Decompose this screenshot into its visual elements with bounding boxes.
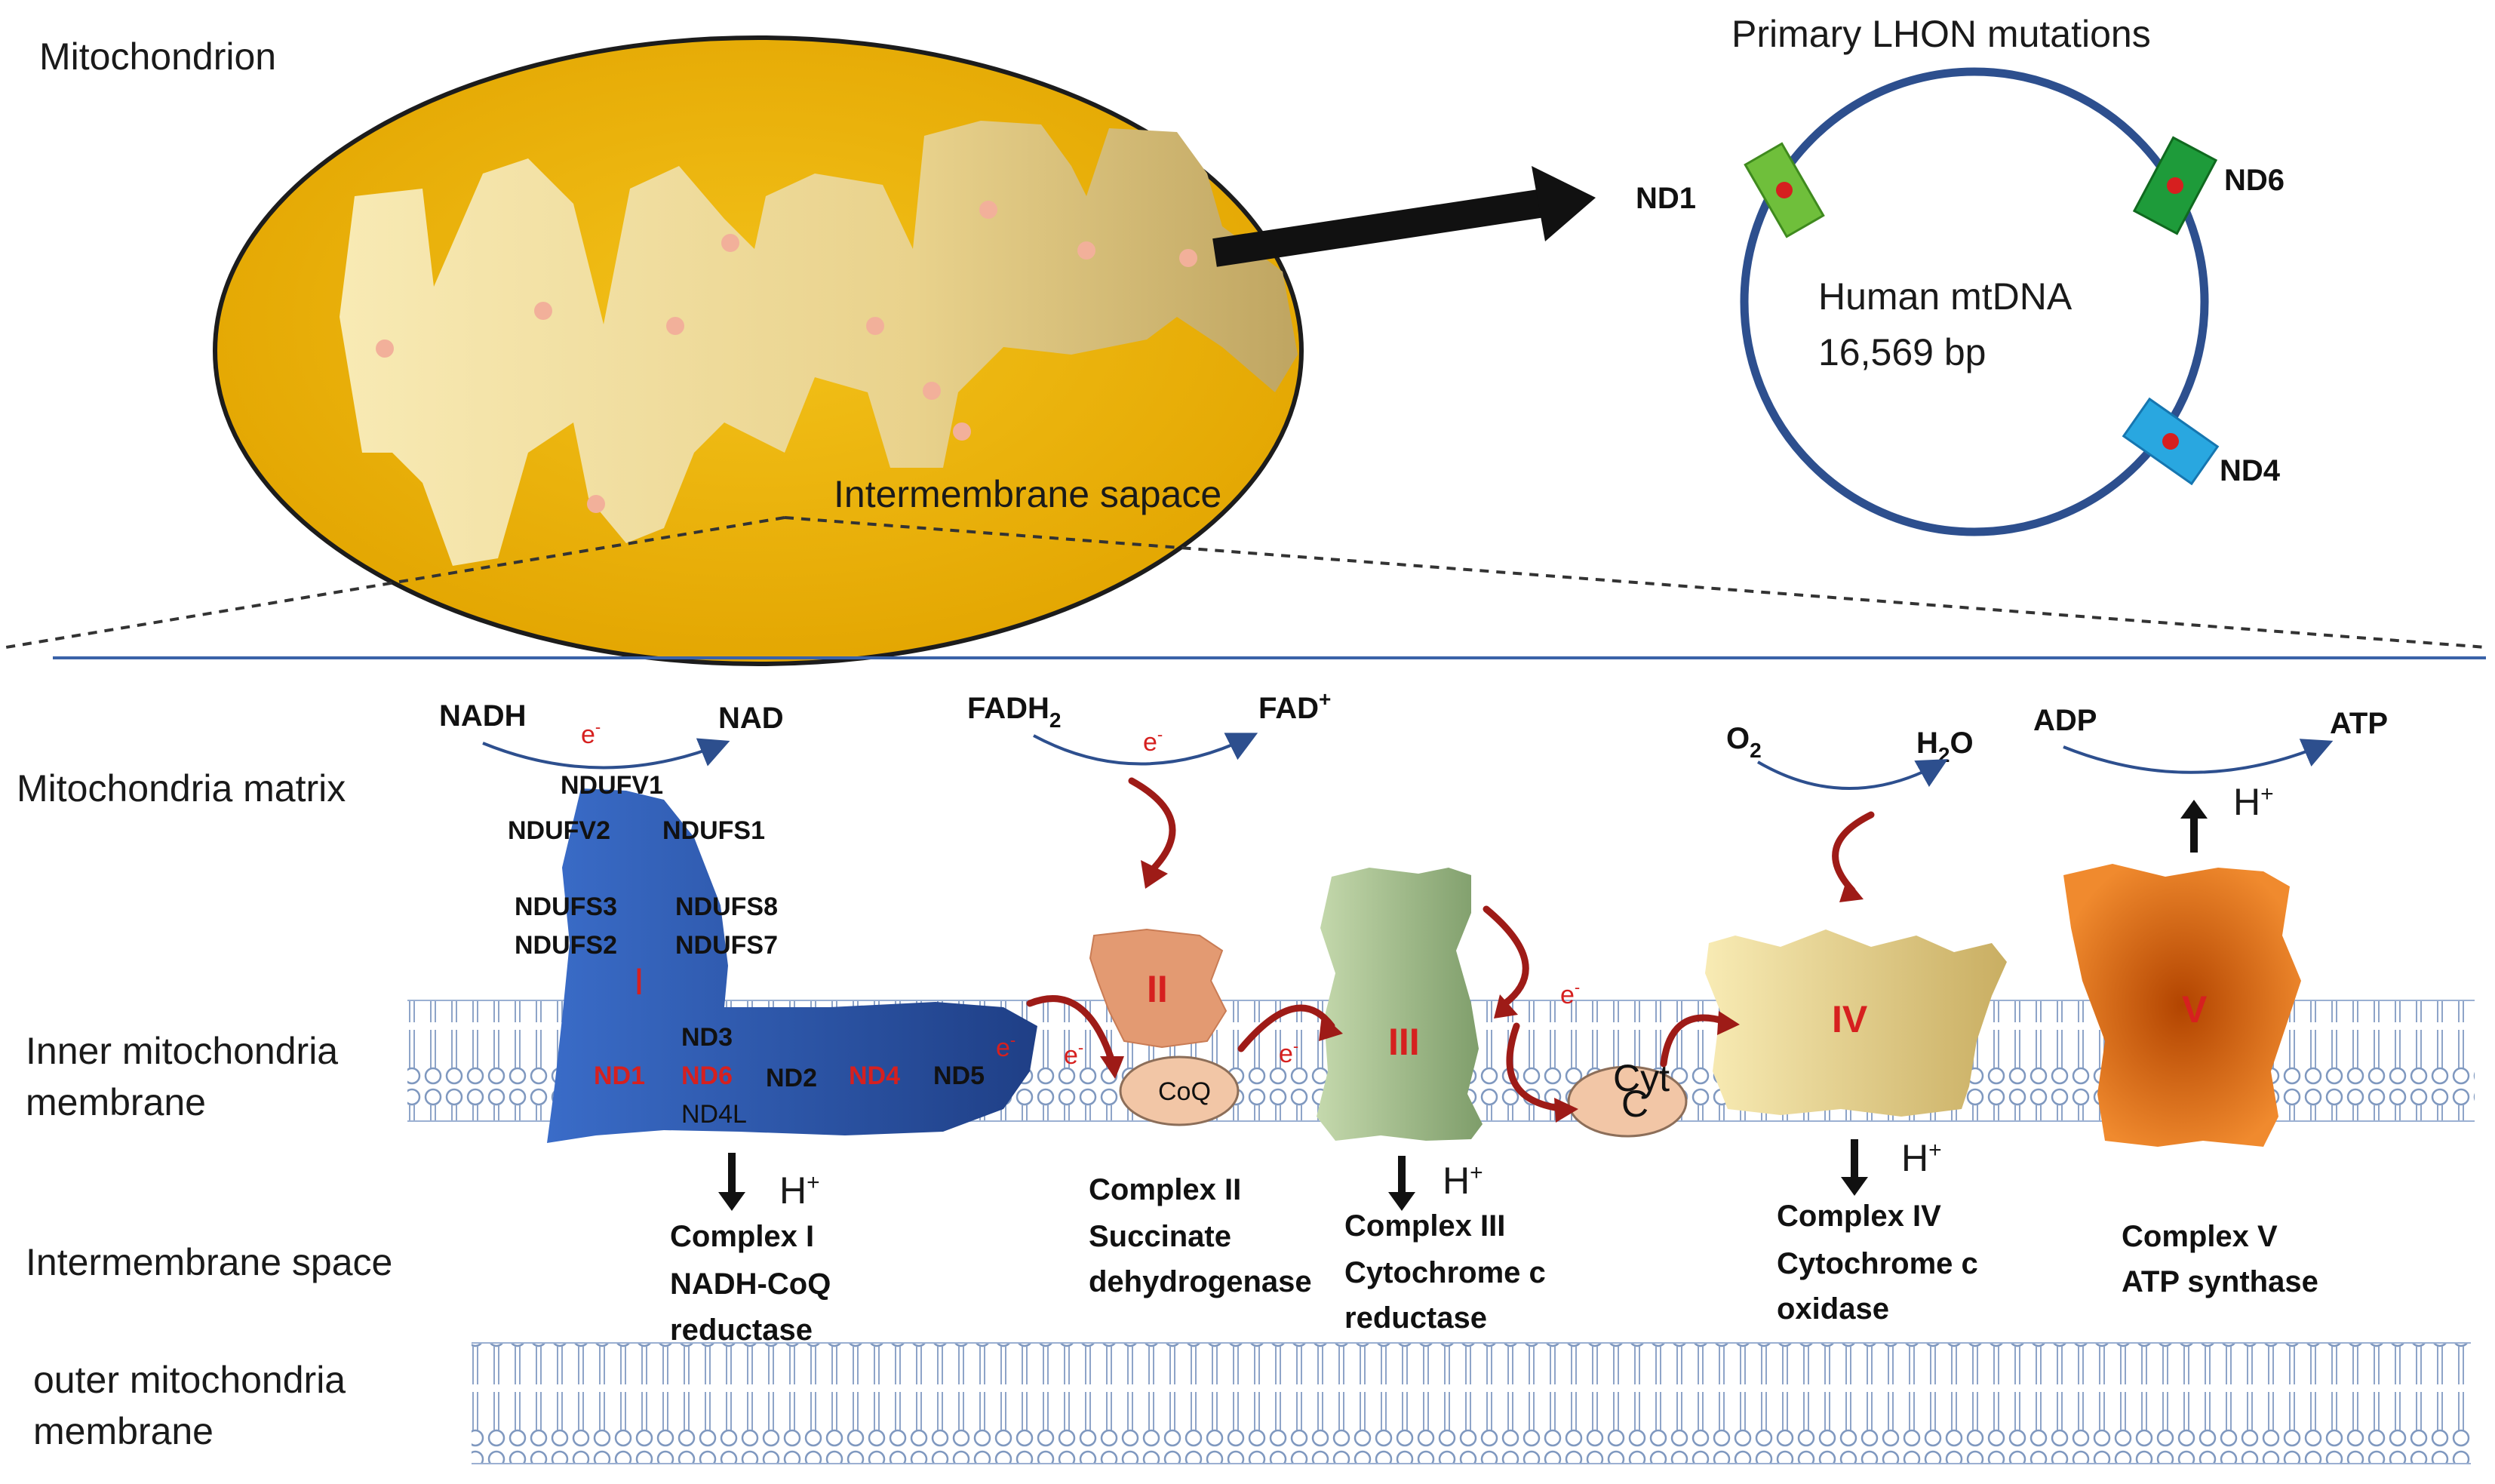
subunit-ndufs2: NDUFS2 bbox=[515, 931, 617, 960]
gene-label-nd6: ND6 bbox=[2224, 164, 2285, 197]
complex-3: III bbox=[1317, 868, 1483, 1141]
outer-membrane bbox=[472, 1342, 2471, 1464]
complex-4-caption-2: Cytochrome c bbox=[1777, 1247, 1978, 1280]
outer-membrane-label-1: outer mitochondria bbox=[33, 1359, 346, 1401]
subunit-nd4: ND4 bbox=[849, 1062, 900, 1090]
cytc-label-2: C bbox=[1621, 1083, 1648, 1125]
subunit-nd3: ND3 bbox=[681, 1023, 733, 1052]
subunit-ndufv1: NDUFV1 bbox=[561, 771, 663, 800]
nadh-reaction: NADH NAD e- bbox=[439, 699, 784, 770]
complex-2-caption-1: Complex II bbox=[1089, 1173, 1241, 1206]
complex-5: V bbox=[2063, 864, 2301, 1147]
subunit-ndufs3: NDUFS3 bbox=[515, 893, 617, 921]
outer-membrane-label-2: membrane bbox=[33, 1410, 214, 1452]
cristae bbox=[340, 121, 1298, 566]
complex-1-shape bbox=[547, 788, 1037, 1143]
complex-captions: Complex I NADH-CoQ reductase Complex II … bbox=[670, 1173, 2318, 1347]
complex-2-numeral: II bbox=[1147, 968, 1168, 1010]
complex-3-numeral: III bbox=[1388, 1021, 1420, 1063]
gene-label-nd4: ND4 bbox=[2220, 454, 2281, 487]
complex-4-shape bbox=[1705, 929, 2007, 1117]
adp-label: ADP bbox=[2033, 704, 2097, 737]
complex-1: I NDUFV1 NDUFV2 NDUFS1 NDUFS3 NDUFS8 NDU… bbox=[508, 771, 1037, 1143]
coq: CoQ bbox=[1119, 1055, 1240, 1126]
cristae-granules bbox=[376, 201, 1197, 513]
complex-1-proton: H+ bbox=[779, 1169, 820, 1212]
coq-label: CoQ bbox=[1158, 1077, 1211, 1106]
atp-reaction: ADP ATP H+ bbox=[2033, 704, 2388, 853]
complex-3-proton: H+ bbox=[1443, 1160, 1483, 1202]
complex-1-numeral: I bbox=[634, 960, 644, 1003]
complex-3-caption-2: Cytochrome c bbox=[1344, 1256, 1546, 1289]
complex-4-numeral: IV bbox=[1832, 998, 1868, 1040]
inner-membrane-label-1: Inner mitochondria bbox=[26, 1030, 338, 1072]
complex-5-shape bbox=[2063, 864, 2301, 1147]
complex-3-shape bbox=[1317, 868, 1483, 1141]
complex-3-caption-3: reductase bbox=[1344, 1301, 1487, 1335]
proton-pumps: H+ H+ H+ bbox=[718, 1137, 1942, 1212]
complex-5-proton: H+ bbox=[2233, 781, 2274, 823]
zoom-dashed-lines bbox=[5, 516, 2487, 649]
complex-5-numeral: V bbox=[2182, 988, 2208, 1031]
complex-5-caption-2: ATP synthase bbox=[2122, 1265, 2318, 1298]
nd1-gene-marker bbox=[1744, 142, 1825, 238]
mtdna-name: Human mtDNA bbox=[1818, 275, 2073, 318]
subunit-nd6: ND6 bbox=[681, 1062, 733, 1090]
subunit-nd4l: ND4L bbox=[681, 1100, 747, 1129]
o2-label: O2 bbox=[1726, 722, 1762, 762]
oxygen-reaction: O2 H2O bbox=[1726, 722, 1974, 790]
fadh2-electron: e- bbox=[1143, 725, 1163, 757]
mtdna-size: 16,569 bp bbox=[1818, 331, 1986, 373]
gene-label-nd1: ND1 bbox=[1636, 182, 1696, 215]
side-labels: Mitochondria matrix Inner mitochondria m… bbox=[17, 767, 392, 1452]
electron-c1-c2: e- bbox=[1064, 1038, 1083, 1070]
subunit-nd2: ND2 bbox=[766, 1064, 817, 1092]
electron-flow-heads bbox=[1100, 860, 1864, 1123]
complex-1-electron: e- bbox=[996, 1031, 1016, 1062]
fad-label: FAD+ bbox=[1258, 687, 1331, 725]
subunit-ndufs8: NDUFS8 bbox=[675, 893, 778, 921]
lhon-title: Primary LHON mutations bbox=[1731, 13, 2151, 55]
complex-2: II bbox=[1089, 928, 1228, 1049]
subunit-nd5: ND5 bbox=[933, 1062, 985, 1090]
inner-membrane-label-2: membrane bbox=[26, 1081, 206, 1123]
subunit-nd1: ND1 bbox=[594, 1062, 645, 1090]
matrix-label: Mitochondria matrix bbox=[17, 767, 346, 810]
complex-2-caption-3: dehydrogenase bbox=[1089, 1265, 1312, 1298]
complex-4-caption-1: Complex IV bbox=[1777, 1200, 1941, 1233]
mtdna-ring bbox=[1740, 67, 2209, 536]
subunit-ndufs1: NDUFS1 bbox=[662, 816, 765, 845]
nadh-label: NADH bbox=[439, 699, 527, 733]
h2o-label: H2O bbox=[1916, 727, 1974, 767]
complex-4-caption-3: oxidase bbox=[1777, 1292, 1889, 1326]
nad-label: NAD bbox=[718, 702, 784, 735]
fadh2-reaction: FADH2 FAD+ e- bbox=[967, 687, 1331, 766]
complex-1-caption-1: Complex I bbox=[670, 1220, 814, 1253]
complex-4-proton: H+ bbox=[1901, 1137, 1942, 1179]
fadh2-label: FADH2 bbox=[967, 692, 1061, 732]
complex-4: IV bbox=[1705, 929, 2007, 1117]
electron-labels: e- e- e- bbox=[1064, 978, 1580, 1070]
nadh-electron: e- bbox=[581, 717, 601, 749]
complex-2-shape bbox=[1089, 928, 1228, 1049]
complex-3-caption-1: Complex III bbox=[1344, 1209, 1505, 1243]
zoom-arrow bbox=[1212, 166, 1596, 267]
mtdna-panel: Primary LHON mutations Human mtDNA 16,56… bbox=[1636, 13, 2285, 536]
subunit-ndufv2: NDUFV2 bbox=[508, 816, 610, 845]
intermembrane-space-label: Intermembrane space bbox=[26, 1241, 392, 1283]
nd4-gene-marker bbox=[2122, 397, 2220, 486]
complex-2-caption-2: Succinate bbox=[1089, 1220, 1231, 1253]
complex-1-caption-3: reductase bbox=[670, 1313, 813, 1347]
atp-label: ATP bbox=[2330, 707, 2388, 740]
complex-5-caption-1: Complex V bbox=[2122, 1220, 2278, 1253]
electron-coq-c3: e- bbox=[1279, 1037, 1298, 1068]
electron-c3-cytc: e- bbox=[1560, 978, 1580, 1009]
nd6-gene-marker bbox=[2132, 136, 2218, 235]
mitochondrion: Mitochondrion Intermembrane sapace bbox=[39, 35, 1304, 666]
complex-1-caption-2: NADH-CoQ bbox=[670, 1267, 831, 1301]
mitochondrion-label: Mitochondrion bbox=[39, 35, 276, 78]
intermembrane-space-label-top: Intermembrane sapace bbox=[834, 473, 1221, 515]
subunit-ndufs7: NDUFS7 bbox=[675, 931, 778, 960]
